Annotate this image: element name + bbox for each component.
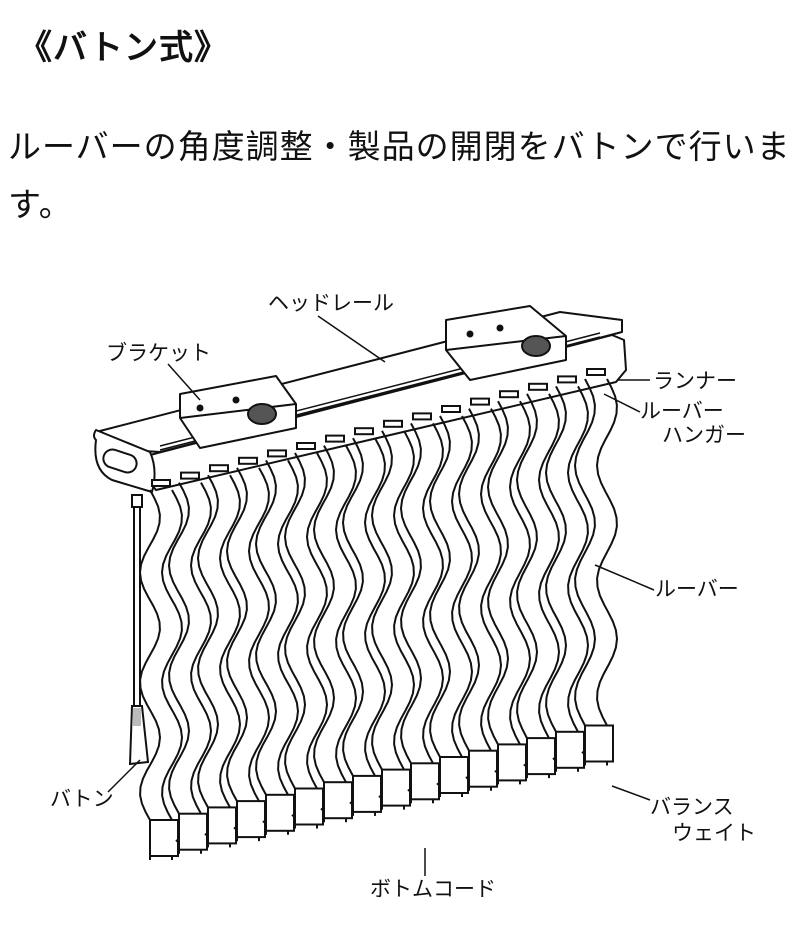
bottom-cord xyxy=(407,783,417,795)
label-balance-weight-1: バランス xyxy=(650,795,734,819)
louver-edge xyxy=(515,393,539,779)
bottom-cord xyxy=(465,770,475,782)
louver-edge xyxy=(160,489,184,860)
bottom-cord xyxy=(320,802,330,814)
louver-edge xyxy=(537,393,561,779)
louver-edge xyxy=(479,408,503,791)
bottom-cord xyxy=(436,776,446,789)
louver-edge xyxy=(341,437,365,816)
balance-weight xyxy=(352,774,382,813)
bottom-cord xyxy=(494,764,504,776)
balance-weight xyxy=(149,819,179,857)
louver-hanger xyxy=(209,464,229,473)
louver-edge xyxy=(566,385,590,772)
bottom-cord xyxy=(581,745,591,757)
louver-edge xyxy=(254,459,278,835)
balance-weight xyxy=(207,806,237,845)
bottom-cord xyxy=(204,827,214,839)
louver-hanger xyxy=(441,405,461,413)
louver-edge xyxy=(450,415,474,797)
label-louver-hanger-1: ルーバー xyxy=(640,399,724,423)
balance-weight xyxy=(584,724,614,763)
leader-lines xyxy=(107,315,655,876)
label-bottom-cord: ボトムコード xyxy=(370,877,496,901)
balance-weight xyxy=(178,812,208,851)
louver-edge xyxy=(218,474,242,848)
louver-edge xyxy=(247,467,271,842)
louver-edge xyxy=(138,489,162,860)
louver-hanger xyxy=(528,382,548,391)
louver-hanger xyxy=(499,390,519,399)
louver-edge xyxy=(399,422,423,804)
louver-edge xyxy=(428,415,452,797)
louver-edge xyxy=(544,385,568,772)
bottom-cord xyxy=(552,751,562,763)
louver-hanger xyxy=(151,479,171,487)
bottom-cord xyxy=(262,814,272,826)
louver-edge xyxy=(486,400,510,785)
louver-hanger xyxy=(296,442,316,450)
louver-hanger xyxy=(354,427,374,436)
louver-hanger xyxy=(586,368,606,376)
louver-edge xyxy=(167,482,191,854)
vertical-blind-illustration xyxy=(93,305,655,876)
balance-weight xyxy=(497,743,527,782)
louver-edge xyxy=(573,378,597,766)
label-balance-weight-2: ウェイト xyxy=(672,821,756,845)
louver-edge xyxy=(508,400,532,785)
louver-edge xyxy=(392,430,416,810)
louver-hanger xyxy=(412,412,432,421)
label-bracket: ブラケット xyxy=(106,341,211,365)
bottom-cord xyxy=(349,795,359,807)
balance-weight xyxy=(410,762,440,801)
bottom-cord xyxy=(233,820,243,833)
louver-edge xyxy=(283,452,307,829)
louver-edge xyxy=(595,378,619,766)
balance-weight xyxy=(323,781,353,820)
balance-weight xyxy=(236,800,266,839)
label-louver-hanger-2: ハンガー xyxy=(662,423,746,447)
louver-edge xyxy=(189,482,213,854)
louver-hanger xyxy=(557,375,577,384)
balance-weight xyxy=(468,749,498,788)
louvers xyxy=(138,368,619,860)
balance-weight xyxy=(381,768,411,807)
label-head-rail: ヘッドレール xyxy=(268,291,394,315)
louver-edge xyxy=(370,430,394,810)
louver-edge xyxy=(225,467,249,842)
louver-edge xyxy=(334,445,358,823)
louver-edge xyxy=(457,408,481,791)
bottom-cord xyxy=(291,808,301,820)
balance-weight xyxy=(439,756,469,794)
louver-hanger xyxy=(325,434,345,443)
louver-edge xyxy=(421,422,445,804)
louver-hanger xyxy=(238,456,258,465)
balance-weight xyxy=(526,737,556,776)
endcap-slot xyxy=(102,448,138,474)
bottom-cord xyxy=(523,757,533,770)
louver-edge xyxy=(196,474,220,848)
label-runner: ランナー xyxy=(653,369,737,393)
vertical-blind-diagram: ヘッドレール ブラケット ランナー ルーバー ハンガー ルーバー バトン バラン… xyxy=(0,270,802,942)
louver-hanger xyxy=(470,397,490,406)
louver-hanger xyxy=(267,449,287,458)
bottom-cord xyxy=(175,833,185,845)
page-title: 《バトン式》 xyxy=(18,28,230,68)
baton xyxy=(128,494,150,766)
label-louver: ルーバー xyxy=(655,577,739,601)
label-baton: バトン xyxy=(50,787,114,811)
louver-edge xyxy=(305,452,329,829)
balance-weight xyxy=(555,730,585,769)
bracket-left xyxy=(179,375,297,449)
louver-hanger xyxy=(383,419,403,428)
louver-edge xyxy=(276,459,300,835)
balance-weight xyxy=(265,793,295,832)
balance-weight xyxy=(294,787,324,826)
description-text: ルーバーの角度調整・製品の開閉をバトンで行います。 xyxy=(8,127,791,224)
louver-hanger xyxy=(180,471,200,480)
bottom-cord xyxy=(378,789,388,801)
louver-edge xyxy=(363,437,387,816)
louver-edge xyxy=(312,445,336,823)
bracket-right xyxy=(445,305,567,381)
